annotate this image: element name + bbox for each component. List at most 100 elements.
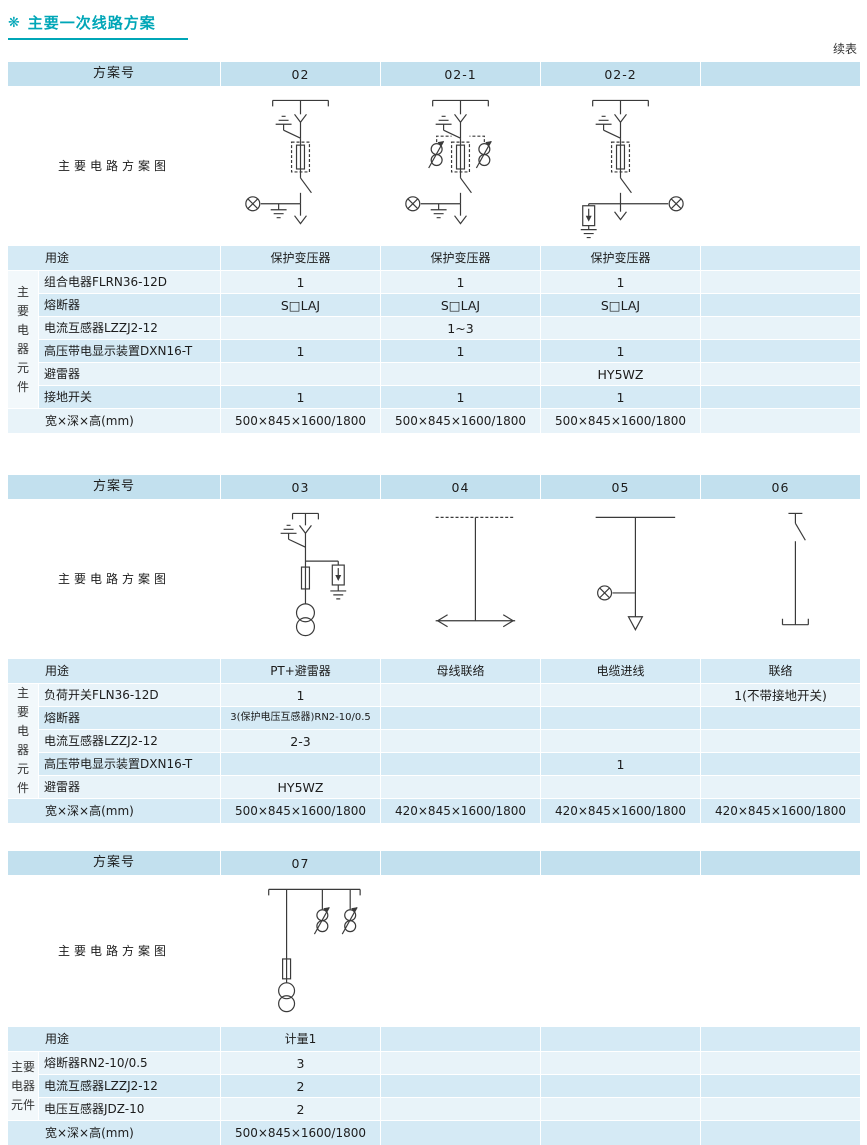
empty-diagram-cell xyxy=(701,87,860,245)
scheme-03-diagram-cell xyxy=(221,500,380,658)
purpose-label: 用途 xyxy=(8,246,220,270)
component-label: 熔断器RN2-10/0.5 xyxy=(39,1052,220,1074)
component-value xyxy=(381,707,540,729)
component-value: 2 xyxy=(221,1098,380,1120)
component-label: 电压互感器JDZ-10 xyxy=(39,1098,220,1120)
component-value xyxy=(381,776,540,798)
scheme-number-empty xyxy=(701,851,860,875)
component-value xyxy=(701,1098,860,1120)
component-value: 1 xyxy=(221,271,380,293)
component-value: S□LAJ xyxy=(221,294,380,316)
component-value xyxy=(381,684,540,706)
component-value: 1 xyxy=(221,386,380,408)
purpose-value: 保护变压器 xyxy=(221,246,380,270)
scheme-05-diagram-cell xyxy=(541,500,700,658)
component-value xyxy=(541,1052,700,1074)
component-value: 1 xyxy=(381,386,540,408)
dimensions-label: 宽×深×高(mm) xyxy=(8,1121,220,1145)
component-value xyxy=(221,317,380,339)
scheme-02-1-circuit-icon xyxy=(405,99,492,225)
component-value xyxy=(541,707,700,729)
dimensions-value: 500×845×1600/1800 xyxy=(221,799,380,823)
component-value xyxy=(381,1052,540,1074)
scheme-number-02: 02 xyxy=(221,62,380,86)
dimensions-value xyxy=(381,1121,540,1145)
component-value xyxy=(221,753,380,775)
component-value: S□LAJ xyxy=(541,294,700,316)
component-label: 组合电器FLRN36-12D xyxy=(39,271,220,293)
dimensions-value xyxy=(701,409,860,433)
component-group-label: 主要电器元件 xyxy=(8,684,38,798)
scheme-02-1-diagram-cell xyxy=(381,87,540,245)
scheme-number-06: 06 xyxy=(701,475,860,499)
component-value: S□LAJ xyxy=(381,294,540,316)
component-value: 1 xyxy=(221,340,380,362)
component-label: 电流互感器LZZJ2-12 xyxy=(39,317,220,339)
scheme-06-diagram-cell xyxy=(701,500,860,658)
component-group-text: 主要电器元件 xyxy=(16,284,29,394)
component-value xyxy=(701,294,860,316)
component-value: HY5WZ xyxy=(541,363,700,385)
dimensions-value xyxy=(541,1121,700,1145)
component-group-label: 主要电器元件 xyxy=(8,1052,38,1120)
dimensions-value xyxy=(701,1121,860,1145)
purpose-value xyxy=(381,1027,540,1051)
component-label: 熔断器 xyxy=(39,294,220,316)
component-value xyxy=(541,317,700,339)
component-value xyxy=(381,1075,540,1097)
component-value xyxy=(221,363,380,385)
component-value xyxy=(381,363,540,385)
component-value xyxy=(541,684,700,706)
component-value: 2-3 xyxy=(221,730,380,752)
dimensions-value: 420×845×1600/1800 xyxy=(541,799,700,823)
component-value: 1(不带接地开关) xyxy=(701,684,860,706)
component-value xyxy=(701,271,860,293)
component-group-text: 主要电器元件 xyxy=(16,686,29,795)
diagram-row-label: 主要电路方案图 xyxy=(8,87,220,245)
component-value: 1 xyxy=(541,271,700,293)
component-value: 1 xyxy=(381,271,540,293)
component-label: 避雷器 xyxy=(39,776,220,798)
purpose-value: 联络 xyxy=(701,659,860,683)
component-value: 3 xyxy=(221,1052,380,1074)
component-value: 1 xyxy=(541,386,700,408)
component-label: 高压带电显示装置DXN16-T xyxy=(39,340,220,362)
scheme-02-2-diagram-cell xyxy=(541,87,700,245)
flower-bullet-icon: ❋ xyxy=(8,14,21,31)
purpose-label: 用途 xyxy=(8,659,220,683)
page-title-text: 主要一次线路方案 xyxy=(27,14,156,32)
scheme-04-circuit-icon xyxy=(435,516,516,628)
diagram-row-label: 主要电路方案图 xyxy=(8,500,220,658)
scheme-number-04: 04 xyxy=(381,475,540,499)
scheme-02-2-circuit-icon xyxy=(580,99,684,239)
purpose-value xyxy=(701,1027,860,1051)
component-value xyxy=(381,730,540,752)
empty-diagram-cell xyxy=(701,876,860,1026)
component-value xyxy=(541,730,700,752)
scheme-number-02-1: 02-1 xyxy=(381,62,540,86)
scheme-number-03: 03 xyxy=(221,475,380,499)
scheme-number-02-2: 02-2 xyxy=(541,62,700,86)
dimensions-value: 500×845×1600/1800 xyxy=(221,1121,380,1145)
purpose-value: 保护变压器 xyxy=(381,246,540,270)
scheme-03-circuit-icon xyxy=(280,512,347,637)
dimensions-value: 500×845×1600/1800 xyxy=(541,409,700,433)
component-value xyxy=(541,1075,700,1097)
scheme-number-empty xyxy=(381,851,540,875)
component-group-label: 主要电器元件 xyxy=(8,271,38,408)
scheme-02-circuit-icon xyxy=(245,99,329,225)
component-value xyxy=(701,317,860,339)
component-value: HY5WZ xyxy=(221,776,380,798)
component-value xyxy=(701,753,860,775)
empty-diagram-cell xyxy=(381,876,540,1026)
scheme-no-header: 方案号 xyxy=(8,62,220,86)
scheme-number-07: 07 xyxy=(221,851,380,875)
scheme-no-header: 方案号 xyxy=(8,475,220,499)
component-label: 电流互感器LZZJ2-12 xyxy=(39,1075,220,1097)
dimensions-label: 宽×深×高(mm) xyxy=(8,799,220,823)
component-label: 电流互感器LZZJ2-12 xyxy=(39,730,220,752)
purpose-value xyxy=(541,1027,700,1051)
component-value: 1 xyxy=(541,753,700,775)
component-label: 接地开关 xyxy=(39,386,220,408)
empty-diagram-cell xyxy=(541,876,700,1026)
